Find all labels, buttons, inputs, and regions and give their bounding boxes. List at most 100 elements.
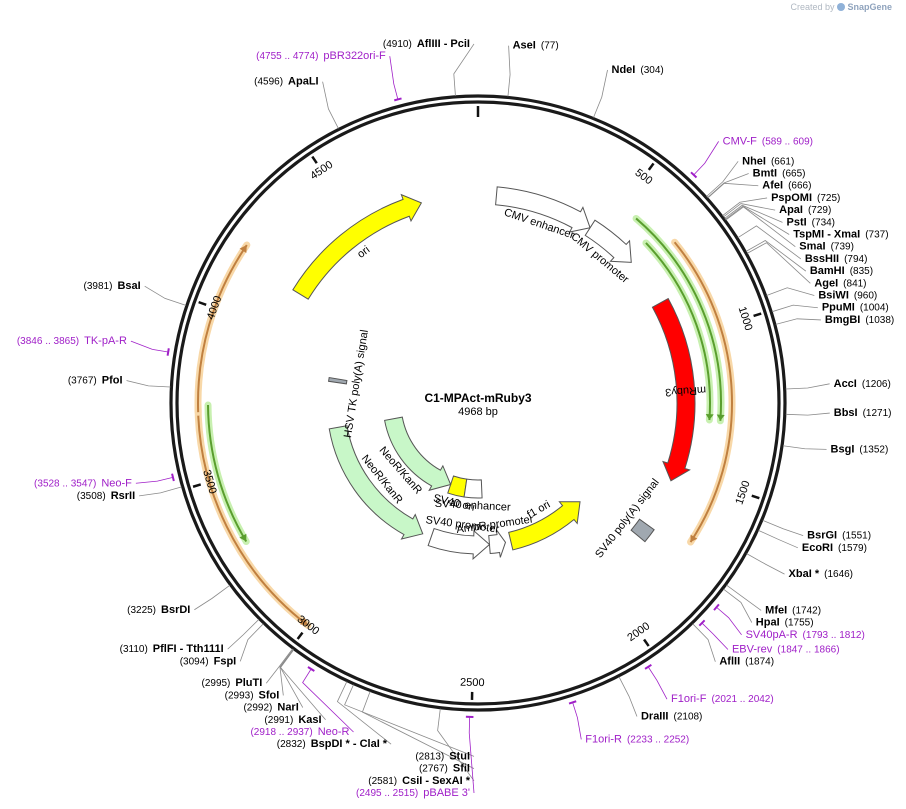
feature-arrow[interactable] — [384, 416, 452, 492]
site-bsgi[interactable]: BsgI(1352) — [782, 443, 889, 455]
feature-arrow[interactable] — [447, 475, 468, 498]
site-ppumi[interactable]: PpuMI(1004) — [772, 302, 889, 314]
primer-label[interactable]: (3846 .. 3865)TK-pA-R — [17, 335, 127, 347]
feature-sv40-enhancer[interactable]: SV40 enhancer — [434, 478, 511, 514]
site-label[interactable]: BamHI(835) — [810, 265, 873, 277]
primer-neo-f[interactable]: (3528 .. 3547)Neo-F — [34, 473, 175, 490]
site-kasi[interactable]: (2991)KasI — [264, 649, 326, 726]
orf-line[interactable] — [635, 217, 722, 421]
site-label[interactable]: AgeI(841) — [814, 277, 866, 289]
primer-pbr322ori-f[interactable]: (4755 .. 4774)pBR322ori-F — [256, 50, 402, 102]
site-pspomi[interactable]: PspOMI(725) — [722, 192, 840, 216]
primer-label[interactable]: F1ori-R(2233 .. 2252) — [585, 733, 689, 745]
orf-5[interactable] — [194, 241, 251, 416]
site-afliii-pcii[interactable]: (4910)AflIII - PciI — [383, 38, 475, 96]
feature-arrow[interactable] — [651, 297, 696, 482]
site-bspdi-clai[interactable]: (2832)BspDI * - ClaI * — [277, 681, 392, 751]
site-mfei[interactable]: MfeI(1742) — [726, 584, 821, 616]
site-label[interactable]: (2993)SfoI — [225, 689, 280, 701]
site-label[interactable]: (2992)NarI — [243, 702, 298, 714]
site-label[interactable]: (2991)KasI — [264, 714, 321, 726]
site-bsshii[interactable]: BssHII(794) — [737, 225, 868, 265]
site-nhei[interactable]: NheI(661) — [706, 155, 795, 197]
feature-arrow[interactable] — [508, 501, 581, 551]
site-label[interactable]: BsgI(1352) — [831, 443, 889, 455]
site-label[interactable]: HpaI(1755) — [756, 617, 814, 629]
site-label[interactable]: (3094)FspI — [180, 655, 237, 667]
site-agei[interactable]: AgeI(841) — [747, 242, 867, 290]
primer-ebv-rev[interactable]: EBV-rev(1847 .. 1866) — [698, 619, 840, 655]
orf-line[interactable] — [207, 405, 248, 543]
site-label[interactable]: ApaI(729) — [779, 204, 831, 216]
site-psti[interactable]: PstI(734) — [724, 204, 835, 228]
feature-arrow[interactable] — [328, 376, 348, 385]
site-draiii[interactable]: DraIII(2108) — [618, 676, 702, 723]
primer-label[interactable]: SV40pA-R(1793 .. 1812) — [746, 629, 865, 641]
feature-arrow[interactable] — [427, 527, 491, 561]
site-label[interactable]: PpuMI(1004) — [822, 302, 889, 314]
site-apai[interactable]: ApaI(729) — [723, 203, 831, 218]
site-bsiwi[interactable]: BsiWI(960) — [766, 287, 878, 302]
site-label[interactable]: (3508)RsrII — [77, 490, 135, 502]
site-label[interactable]: XbaI *(1646) — [789, 568, 853, 580]
site-bsrdi[interactable]: (3225)BsrDI — [127, 585, 231, 616]
site-aflii[interactable]: AflII(1874) — [692, 623, 774, 668]
primer-f1ori-r[interactable]: F1ori-R(2233 .. 2252) — [568, 700, 689, 745]
orf-0[interactable] — [632, 214, 725, 425]
orf-2[interactable] — [671, 238, 736, 546]
site-label[interactable]: (3225)BsrDI — [127, 604, 190, 616]
primer-cmv-f[interactable]: CMV-F(589 .. 609) — [690, 135, 813, 179]
site-label[interactable]: AfeI(666) — [762, 180, 811, 192]
site-label[interactable]: (2995)PluTI — [201, 677, 262, 689]
site-hpai[interactable]: HpaI(1755) — [723, 588, 814, 629]
primer-tk-pa-r[interactable]: (3846 .. 3865)TK-pA-R — [17, 335, 170, 356]
site-label[interactable]: (3981)BsaI — [84, 280, 141, 292]
site-ecori[interactable]: EcoRI(1579) — [758, 529, 867, 554]
site-label[interactable]: AseI(77) — [513, 40, 559, 52]
site-asei[interactable]: AseI(77) — [507, 40, 559, 97]
site-label[interactable]: PstI(734) — [786, 216, 835, 228]
site-ndei[interactable]: NdeI(304) — [593, 64, 664, 118]
site-afei[interactable]: AfeI(666) — [707, 180, 812, 199]
site-label[interactable]: TspMI - XmaI(737) — [793, 229, 888, 241]
site-sfoi[interactable]: (2993)SfoI — [225, 649, 294, 701]
site-pluti[interactable]: (2995)PluTI — [201, 648, 293, 689]
site-label[interactable]: NheI(661) — [742, 155, 794, 167]
orf-3[interactable] — [204, 401, 250, 546]
site-xbai[interactable]: XbaI *(1646) — [746, 553, 853, 580]
site-label[interactable]: SmaI(739) — [799, 241, 854, 253]
site-label[interactable]: (2813)StuI — [415, 750, 470, 762]
site-label[interactable]: BmgBI(1038) — [825, 314, 894, 326]
site-tspmi-xmai[interactable]: TspMI - XmaI(737) — [725, 205, 889, 241]
orf-4[interactable] — [194, 398, 312, 629]
orf-line[interactable] — [197, 244, 248, 413]
primer-label[interactable]: (2495 .. 2515)pBABE 3' — [356, 787, 470, 799]
site-acci[interactable]: AccI(1206) — [785, 378, 891, 390]
feature-arrow[interactable] — [328, 425, 424, 540]
primer-pbabe-3[interactable]: (2495 .. 2515)pBABE 3' — [356, 715, 475, 799]
site-label[interactable]: (3767)PfoI — [68, 375, 123, 387]
site-label[interactable]: PspOMI(725) — [771, 192, 840, 204]
site-bamhi[interactable]: BamHI(835) — [745, 240, 873, 278]
feature-mruby3[interactable]: mRuby3 — [651, 297, 706, 482]
site-pflfi-tth111i[interactable]: (3110)PflFI - Tth111I — [120, 619, 260, 655]
site-label[interactable]: AccI(1206) — [834, 378, 891, 390]
site-csii-sexai[interactable]: (2581)CsiI - SexAI * — [368, 708, 475, 787]
site-bbsi[interactable]: BbsI(1271) — [785, 407, 892, 419]
primer-label[interactable]: F1ori-F(2021 .. 2042) — [671, 693, 774, 705]
site-label[interactable]: DraIII(2108) — [641, 711, 702, 723]
site-label[interactable]: BbsI(1271) — [834, 407, 892, 419]
site-label[interactable]: (4910)AflIII - PciI — [383, 38, 470, 50]
site-label[interactable]: BmtI(665) — [753, 168, 806, 180]
orf-line[interactable] — [645, 242, 711, 421]
site-label[interactable]: NdeI(304) — [612, 64, 664, 76]
site-label[interactable]: (2832)BspDI * - ClaI * — [277, 738, 388, 750]
primer-label[interactable]: (3528 .. 3547)Neo-F — [34, 477, 132, 489]
primer-neo-r[interactable]: (2918 .. 2937)Neo-R — [250, 666, 354, 738]
site-rsrii[interactable]: (3508)RsrII — [77, 486, 182, 502]
primer-label[interactable]: (2918 .. 2937)Neo-R — [250, 726, 349, 738]
feature-arrow[interactable] — [292, 193, 423, 300]
site-label[interactable]: EcoRI(1579) — [802, 542, 867, 554]
primer-label[interactable]: (4755 .. 4774)pBR322ori-F — [256, 50, 386, 62]
site-stui[interactable]: (2813)StuI — [344, 684, 475, 763]
